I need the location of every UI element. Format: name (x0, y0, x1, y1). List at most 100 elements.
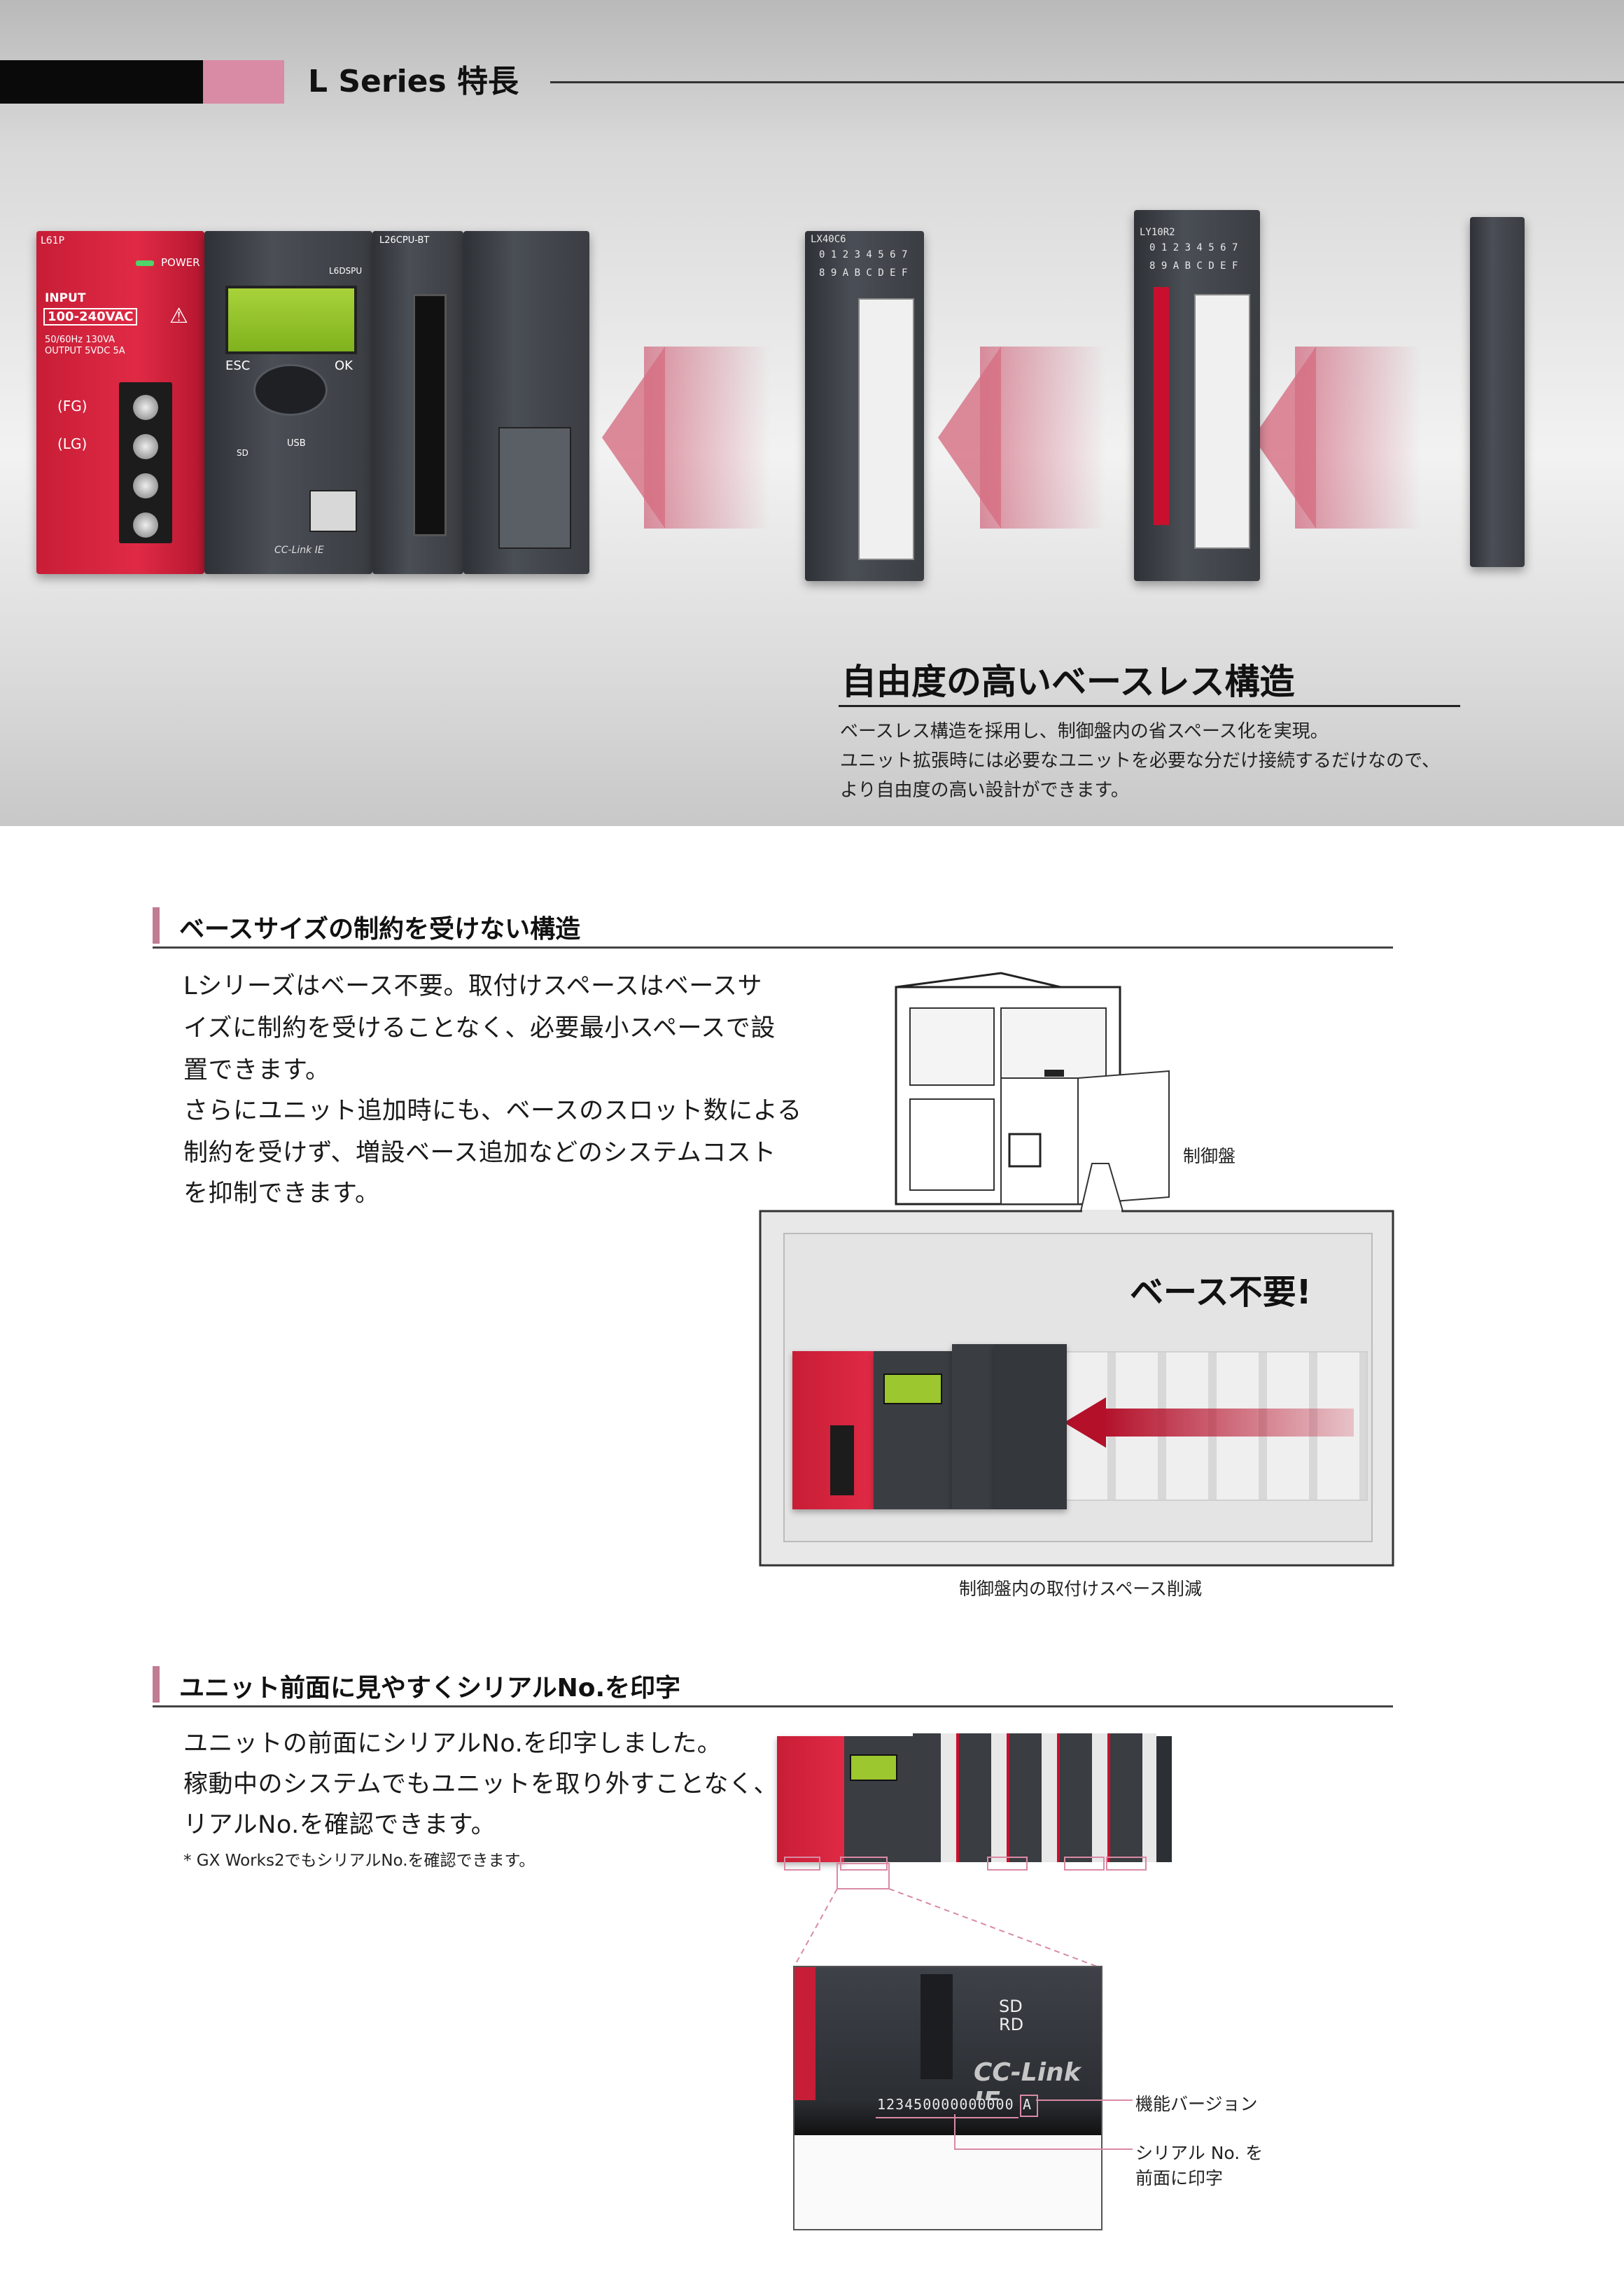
terminal-screw-icon (133, 473, 158, 498)
cclink-module (463, 231, 589, 574)
input-voltage-label: 100-240VAC (43, 308, 138, 326)
section2-title: ユニット前面に見やすくシリアルNo.を印字 (179, 1674, 681, 1703)
arrow-band-3 (1295, 347, 1421, 529)
serial-highlight-box (784, 1857, 820, 1871)
arrow-band-1 (644, 347, 770, 529)
esc-button-label: ESC (225, 358, 251, 373)
input-label: INPUT (45, 291, 86, 305)
serial-highlight-box (1106, 1857, 1147, 1871)
lcd-screen (225, 286, 357, 354)
base-unnecessary-callout: ベース不要! (1130, 1273, 1312, 1312)
terminal-block (119, 382, 172, 543)
plc-small-terminal (830, 1425, 854, 1495)
left-arrow-icon (1253, 347, 1316, 529)
zoom-guide-lines (793, 1863, 1100, 1968)
header-rule (550, 81, 1624, 83)
hero-heading: 自由度の高いベースレス構造 (841, 662, 1295, 702)
ethernet-port-icon (309, 490, 357, 532)
terminal-screw-icon (133, 512, 158, 538)
hero-line-3: より自由度の高い設計ができます。 (840, 780, 1129, 801)
section1-line-6: を抑制できます。 (183, 1180, 380, 1208)
input-spec-2: OUTPUT 5VDC 5A (45, 346, 125, 356)
detail-red-housing (794, 1967, 816, 2100)
terminal-screw-icon (133, 395, 158, 420)
hex-bottom-label: 8 9 A B C D E F (1149, 260, 1238, 272)
hero-banner: L Series 特長 L61P POWER INPUT 100-240VAC … (0, 0, 1624, 826)
page-title: L Series 特長 (308, 64, 519, 99)
input-module-label: LX40C6 (811, 234, 846, 245)
plc-small-cclink (994, 1344, 1067, 1509)
header-pink-block (203, 60, 284, 104)
detail-sd-label: SD (999, 1997, 1023, 2016)
cpu-module: L6DSPU ESC OK USB SD CC-Link IE (204, 231, 372, 574)
section1-accent-bar (153, 907, 160, 944)
terminal-strip (858, 298, 914, 560)
red-arrow-shaft (1102, 1409, 1354, 1437)
header-black-block (0, 60, 203, 104)
section1-line-4: さらにユニット追加時にも、ベースのスロット数による (183, 1097, 802, 1125)
section2-line-1: ユニットの前面にシリアルNo.を印字しました。 (183, 1730, 722, 1758)
version-letter-text: A (1023, 2096, 1032, 2113)
plc-system-lcd (850, 1754, 897, 1781)
left-arrow-icon (938, 347, 1001, 529)
serial-underline (876, 2117, 1018, 2118)
section2-line-2: 稼動中のシステムでもユニットを取り外すことなく、シ (183, 1770, 804, 1798)
label-function-version: 機能バージョン (1135, 2094, 1258, 2114)
hex-top-label: 0 1 2 3 4 5 6 7 (1149, 242, 1238, 253)
red-arrow-head-icon (1064, 1397, 1106, 1448)
plc-system-power (777, 1736, 844, 1862)
plc-small-io (952, 1344, 994, 1509)
hex-top-label: 0 1 2 3 4 5 6 7 (819, 249, 908, 260)
display-model-label: L6DSPU (329, 266, 363, 276)
section2-line-3: リアルNo.を確認できます。 (183, 1811, 496, 1839)
section1-line-5: 制約を受けず、増設ベース追加などのシステムコスト (183, 1139, 776, 1167)
usb-label: USB (287, 438, 306, 449)
serial-highlight-box (987, 1857, 1028, 1871)
version-box (1020, 2095, 1038, 2117)
output-module-label: LY10R2 (1140, 227, 1175, 238)
section2-accent-bar (153, 1666, 160, 1703)
control-cabinet-illustration (895, 972, 1170, 1206)
plc-system-end-cover (1156, 1736, 1172, 1862)
hero-rule (839, 705, 1460, 707)
navigation-dial (253, 364, 328, 416)
warning-icon: ⚠ (169, 304, 188, 328)
ok-button-label: OK (335, 358, 353, 373)
io-connector (413, 294, 447, 536)
hero-line-2: ユニット拡張時には必要なユニットを必要な分だけ接続するだけなので、 (840, 750, 1440, 771)
cpu-io-module: L26CPU-BT (372, 231, 463, 574)
power-model-label: L61P (41, 235, 65, 246)
plc-small-lcd (883, 1374, 942, 1404)
serial-number-text: 123450000000000 (877, 2096, 1014, 2113)
power-led-icon (136, 260, 154, 266)
section1-line-3: 置できます。 (183, 1056, 330, 1084)
section1-line-2: イズに制約を受けることなく、必要最小スペースで設 (183, 1014, 776, 1042)
hero-line-1: ベースレス構造を採用し、制御盤内の省スペース化を実現。 (840, 721, 1329, 742)
detail-rd-label: RD (999, 2015, 1024, 2034)
section2-note: * GX Works2でもシリアルNo.を確認できます。 (183, 1852, 536, 1870)
section1-rule (153, 946, 1393, 949)
section1-caption: 制御盤内の取付けスペース削減 (959, 1579, 1203, 1599)
power-led-label: POWER (161, 256, 200, 269)
cabinet-label: 制御盤 (1183, 1146, 1236, 1166)
label-serial-line-1: シリアル No. を (1135, 2143, 1264, 2163)
label-serial-line-2: 前面に印字 (1135, 2168, 1224, 2188)
section1-line-1: Lシリーズはベース不要。取付けスペースはベースサ (183, 972, 763, 1000)
serial-highlight-box (1064, 1857, 1105, 1871)
plc-system-io-modules (913, 1733, 1156, 1862)
output-module: LY10R2 0 1 2 3 4 5 6 7 8 9 A B C D E F (1134, 210, 1260, 581)
relay-indicator-strip (1154, 287, 1169, 525)
serial-detail-photo: SD RD CC-Link IE 123450000000000 A (793, 1966, 1102, 2230)
detail-dark-housing (816, 1967, 1101, 2100)
end-cover (1470, 217, 1525, 567)
sd-label: SD (237, 448, 248, 458)
section2-rule (153, 1705, 1393, 1707)
detail-slot (920, 1974, 953, 2079)
annotation-leader-lines (954, 2099, 1133, 2150)
arrow-band-2 (980, 347, 1106, 529)
input-spec-1: 50/60Hz 130VA (45, 335, 115, 345)
cclink-logo-label: CC-Link IE (274, 545, 324, 556)
fg-label: (FG) (57, 398, 88, 414)
left-arrow-icon (602, 347, 665, 529)
terminal-cover (498, 427, 571, 549)
